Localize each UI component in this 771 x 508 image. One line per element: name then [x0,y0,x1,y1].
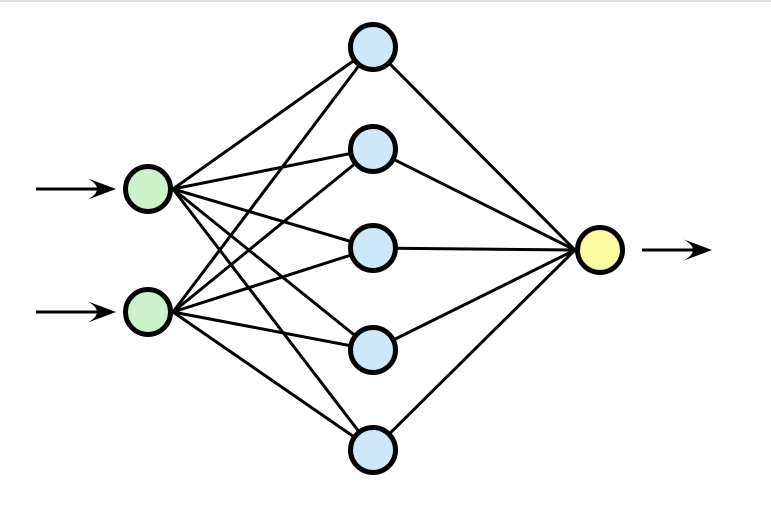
output-node-1 [575,225,625,275]
edge-input-1-hidden-4 [172,187,374,352]
edge-hidden-2-output-1 [372,147,576,252]
hidden-node-5 [348,425,398,475]
input-arrow-2-head-icon [88,301,116,323]
edge-input-2-hidden-2 [172,147,374,314]
edge-input-2-hidden-4 [172,310,374,352]
edge-input-2-hidden-3 [172,246,374,314]
edge-hidden-3-output-1 [372,246,576,252]
input-arrow-1-head-icon [88,178,116,200]
edge-input-1-hidden-5 [171,188,375,451]
edge-input-1-hidden-3 [172,187,374,250]
hidden-node-1 [348,22,398,72]
edge-input-1-hidden-1 [172,45,374,191]
edge-hidden-4-output-1 [372,248,576,352]
hidden-node-2 [348,124,398,174]
input-node-2 [123,287,173,337]
hidden-node-4 [348,325,398,375]
edge-input-2-hidden-5 [172,310,374,452]
edge-hidden-1-output-1 [371,45,577,252]
edge-input-1-hidden-2 [172,147,374,191]
hidden-node-3 [348,223,398,273]
input-node-1 [123,164,173,214]
edge-input-2-hidden-1 [171,46,375,313]
top-border-divider [0,0,771,2]
output-arrow-head-icon [684,239,712,261]
edge-hidden-5-output-1 [371,248,577,452]
